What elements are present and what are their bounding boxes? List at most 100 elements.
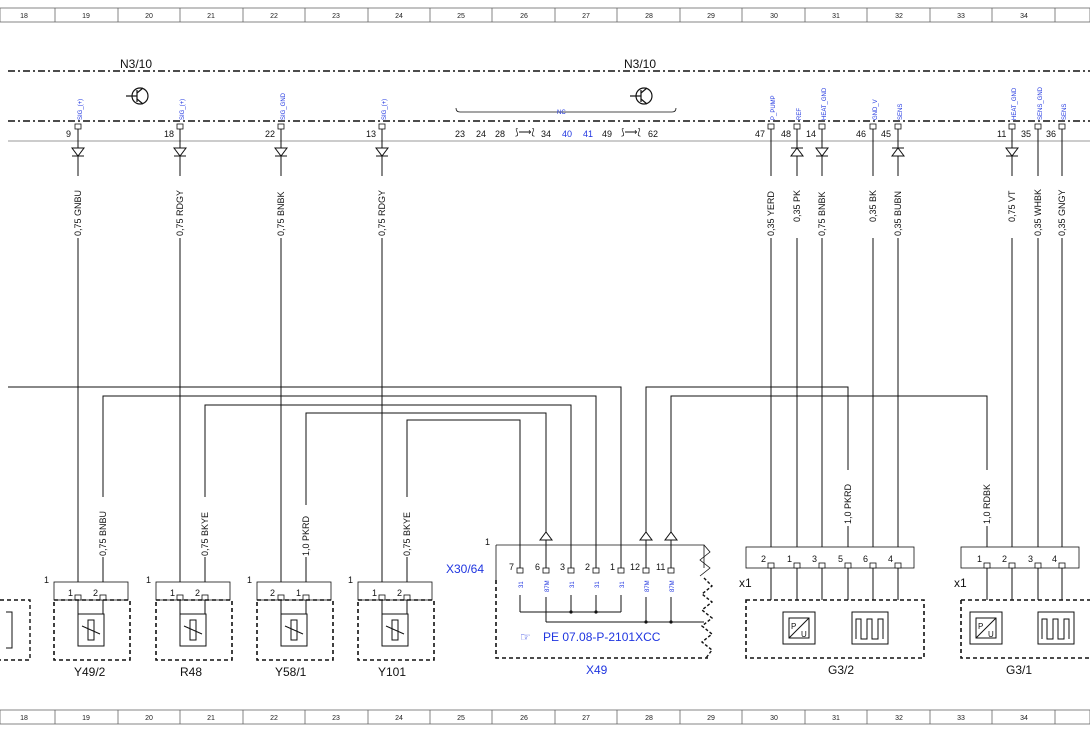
wire-label: 1,0 RDBK [982,484,992,524]
cu-pins: 9 SIG_(+) 18 SIG_(+) 22 SIG_GND 13 SIG_(… [66,86,1068,139]
svg-text:5: 5 [838,554,843,564]
component-label: Y101 [378,665,406,679]
wire-label: 0,75 RDGY [175,190,185,236]
component-label: R48 [180,665,202,679]
wire-label: 0,75 BKYE [200,512,210,556]
ruler-col: 25 [457,715,465,722]
nc-pin: 41 [583,129,593,139]
ruler-col: 28 [645,13,653,20]
heater-icon [179,613,207,647]
component-label: G3/1 [1006,663,1032,677]
ruler-col: 32 [895,13,903,20]
svg-text:87M: 87M [545,580,551,592]
ruler-col: 18 [20,715,28,722]
ruler-col: 28 [645,715,653,722]
ruler-col: 32 [895,715,903,722]
svg-text:2: 2 [397,588,402,598]
wire-label: 0,35 YERD [766,191,776,236]
pin-11: 11 HEAT_GND [997,87,1018,139]
ruler-col: 18 [20,13,28,20]
ruler-col: 33 [957,715,965,722]
component-label: G3/2 [828,663,854,677]
pin-14: 14 HEAT_GND [806,87,828,139]
ruler-col: 31 [832,715,840,722]
svg-text:12: 12 [630,562,640,572]
ruler-col: 30 [770,13,778,20]
svg-text:1: 1 [977,554,982,564]
svg-text:HEAT_GND: HEAT_GND [822,87,828,120]
svg-text:11: 11 [997,129,1006,139]
ruler-col: 27 [582,715,590,722]
svg-text:U: U [801,630,807,639]
ruler-col: 19 [82,13,90,20]
svg-text:HEAT_GND: HEAT_GND [1012,87,1018,120]
svg-text:48: 48 [781,129,791,139]
svg-text:9: 9 [66,129,71,139]
svg-text:31: 31 [570,581,576,588]
svg-text:1: 1 [372,588,377,598]
component-r48: 1 1 2 R48 [146,575,233,679]
ruler-col: 21 [207,715,215,722]
pin-13: 13 SIG_(+) [366,99,388,139]
svg-text:SENS: SENS [1062,104,1068,120]
ruler-col: 23 [332,715,340,722]
ruler-col: 22 [270,715,278,722]
wire-label: 0,75 GNBU [73,190,83,236]
component-label: X49 [586,663,608,677]
svg-text:1: 1 [296,588,301,598]
ruler-col: 20 [145,13,153,20]
wire-label: 0,75 BNBK [817,191,827,236]
component-label: Y49/2 [74,665,106,679]
svg-text:1: 1 [787,554,792,564]
svg-text:31: 31 [620,581,626,588]
svg-text:45: 45 [881,129,891,139]
ruler-col: 34 [1020,13,1028,20]
svg-text:1: 1 [146,575,151,585]
component-y101: 1 1 2 Y101 [348,575,435,679]
reference-icon: ☞ [520,630,531,644]
signal-pulse-icon [851,611,889,645]
svg-text:87M: 87M [670,580,676,592]
svg-text:1: 1 [485,537,490,547]
component-y49-2: 1 1 2 Y49/2 [44,575,131,679]
component-g3-1: x1 1 2 3 4 P U G3/1 [954,546,1090,677]
component-y58-1: 1 2 1 Y58/1 [247,575,334,679]
pressure-sensor-icon: P U [782,611,816,645]
document-reference[interactable]: PE 07.08-P-2101XCC [543,630,661,644]
nc-pin: 24 [476,129,486,139]
svg-text:1: 1 [610,562,615,572]
svg-text:SIG_(+): SIG_(+) [382,99,388,120]
ruler-col: 19 [82,715,90,722]
switch-icon: ⟆⟶⟅ [621,127,641,137]
svg-text:3: 3 [1028,554,1033,564]
svg-text:2: 2 [585,562,590,572]
svg-text:SIG_(+): SIG_(+) [78,99,84,120]
ruler-col: 34 [1020,715,1028,722]
svg-text:x1: x1 [954,576,967,590]
svg-text:1: 1 [247,575,252,585]
nc-label: NC [557,110,566,116]
ruler-col: 29 [707,715,715,722]
ruler-col: 27 [582,13,590,20]
ruler-col: 26 [520,715,528,722]
wire-label: 1,0 PKRD [301,515,311,556]
nc-bracket [455,107,677,113]
ruler-col: 20 [145,715,153,722]
pressure-sensor-icon: P U [969,611,1003,645]
nc-pin: 28 [495,129,505,139]
svg-text:6: 6 [863,554,868,564]
upper-wire-labels: 0,75 GNBU 0,75 RDGY 0,75 BNBK 0,75 RDGY … [72,176,1068,238]
svg-text:1: 1 [348,575,353,585]
wire-label: 0,35 BK [868,190,878,222]
wire-label: 0,35 GNGY [1057,189,1067,236]
svg-text:SENS: SENS [898,104,904,120]
upper-wires [77,129,1063,582]
svg-text:36: 36 [1046,129,1056,139]
pin-47: 47 P_PUMP [755,95,777,139]
direction-arrows [71,147,1019,157]
svg-text:18: 18 [164,129,174,139]
ruler-bottom: 18 19 20 21 22 23 24 25 26 27 28 29 30 3… [0,709,1090,725]
svg-text:1: 1 [44,575,49,585]
nc-pin: 23 [455,129,465,139]
